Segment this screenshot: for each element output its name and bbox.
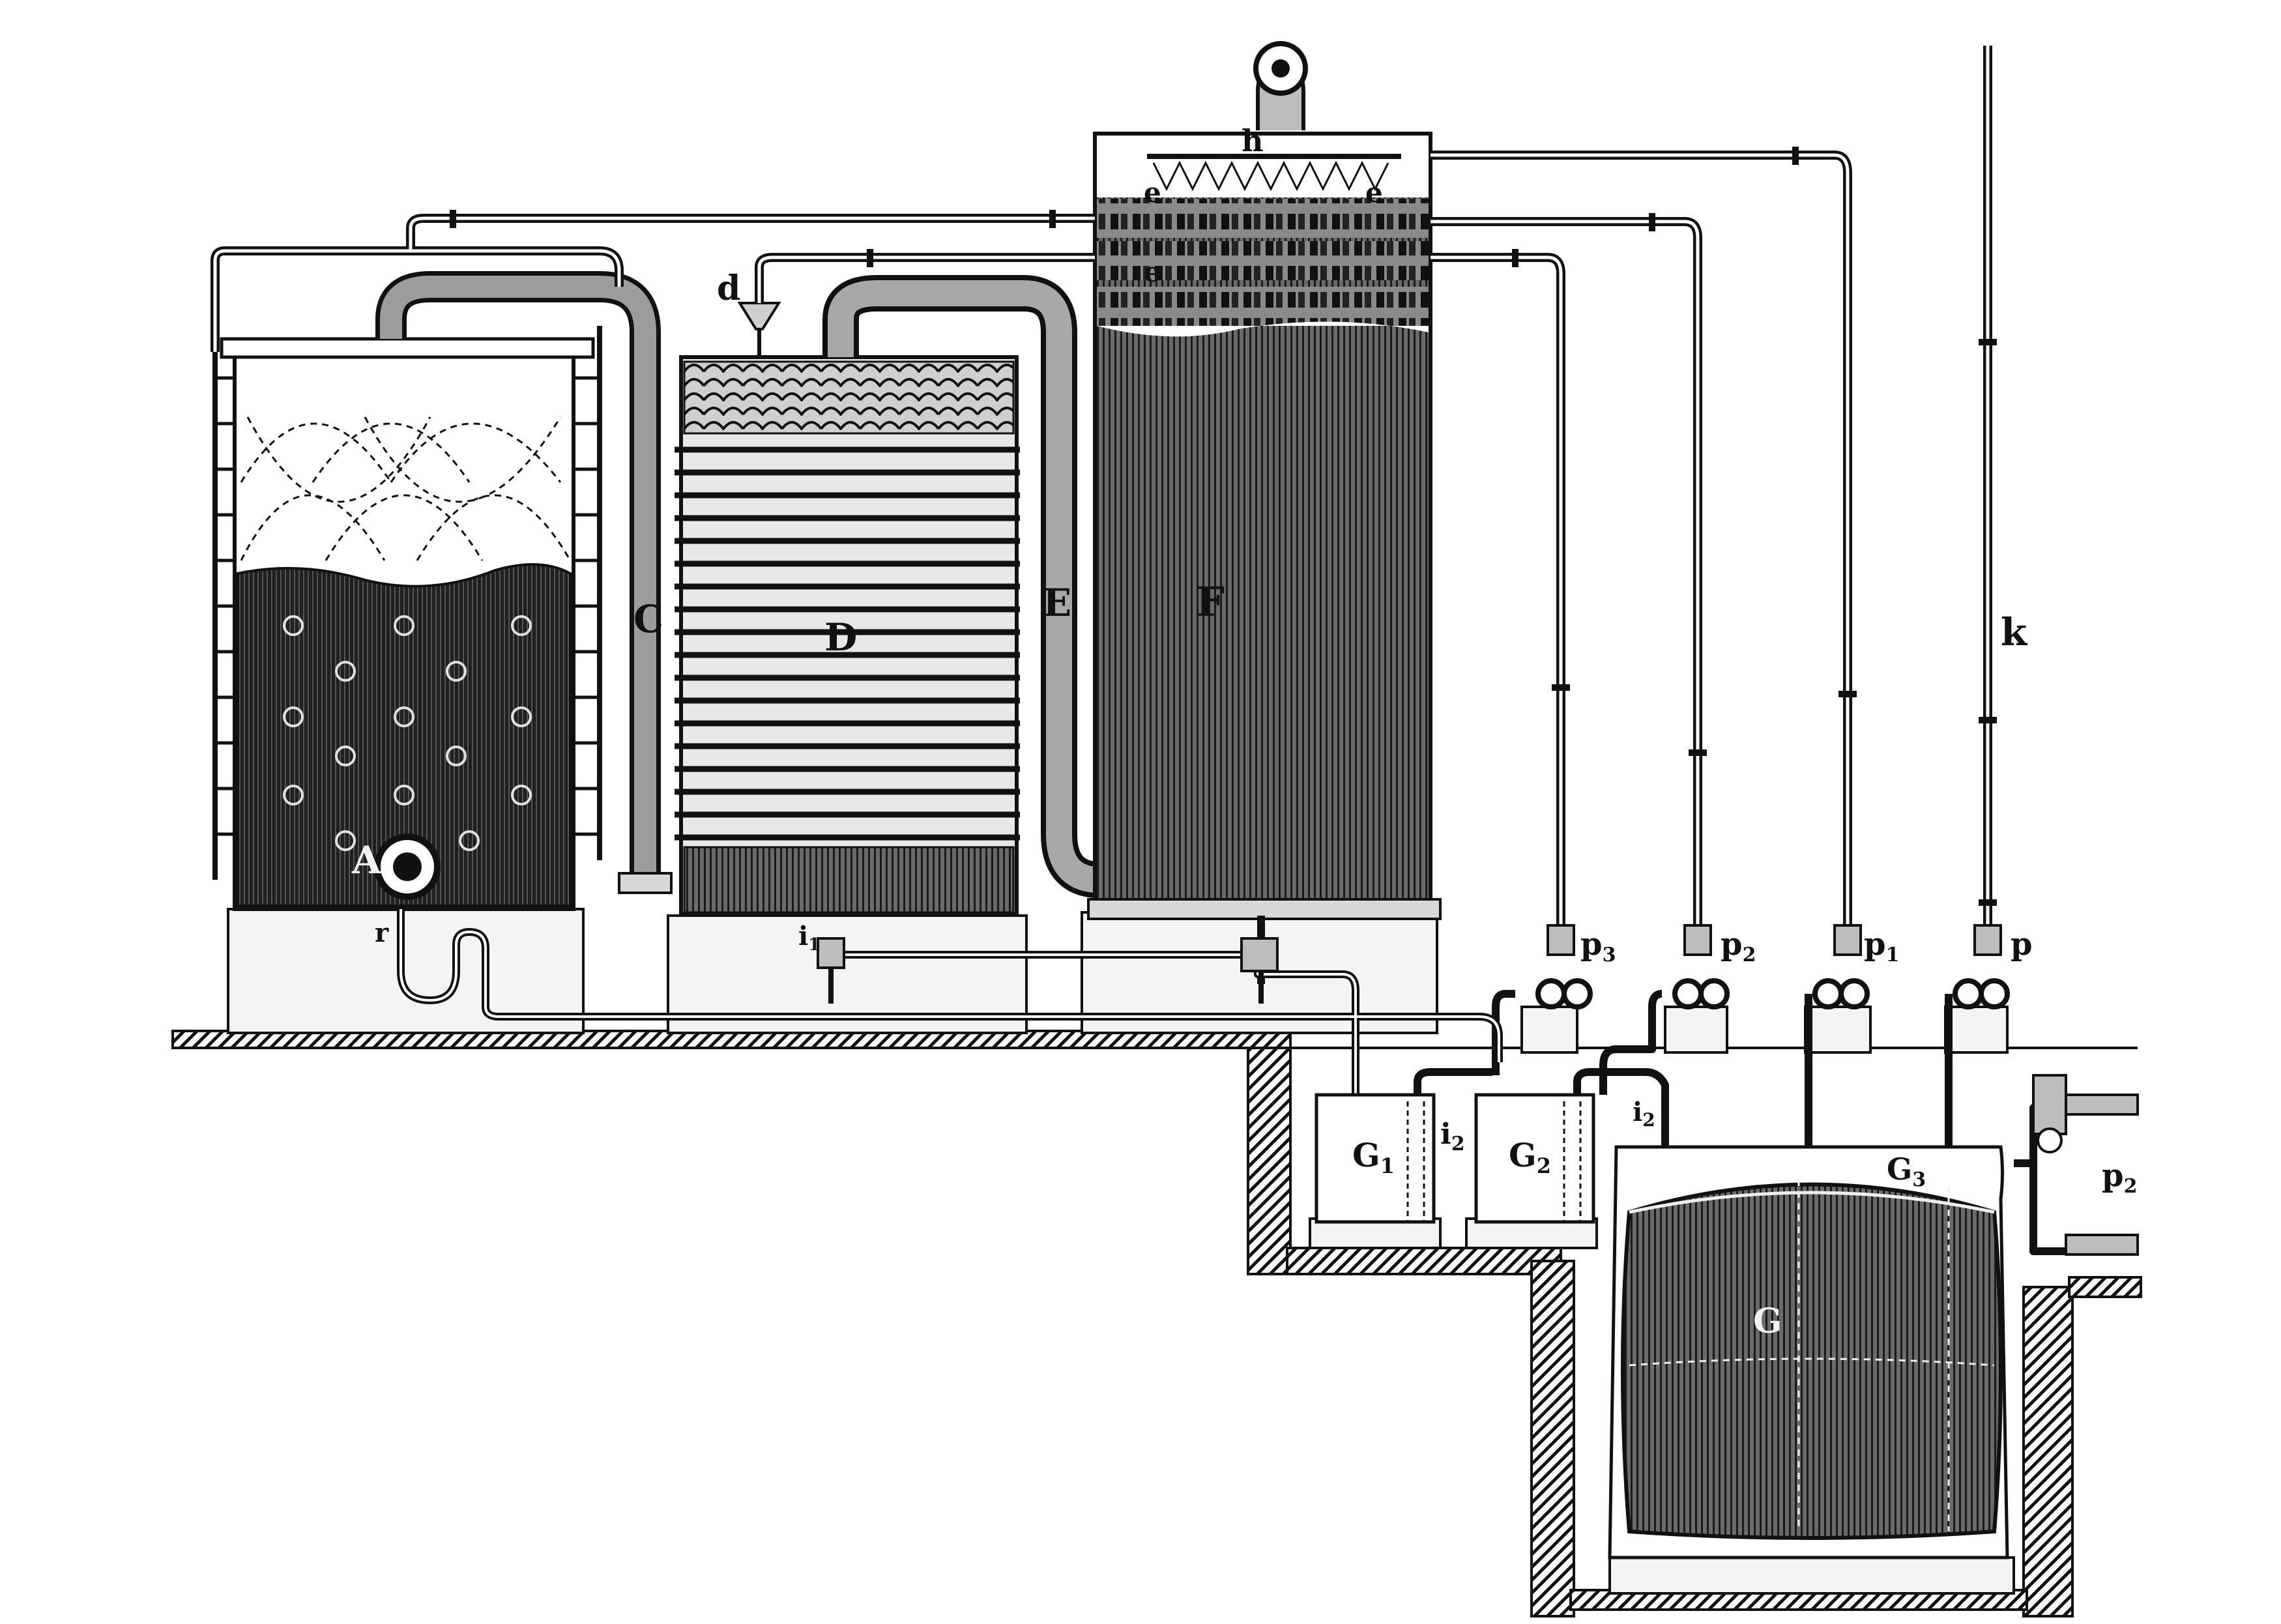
label-g2: G2 [1509,1136,1551,1178]
label-p2-right: p2 [2102,1157,2137,1198]
label-d: D [824,615,857,660]
tank-g1 [1315,1093,1436,1224]
labels: A C D d E F h e e e k r p3 p2 p1 p p2 i1… [351,123,2137,1341]
label-i2: i2 [1440,1118,1465,1155]
label-i1: i1 [798,921,820,955]
label-e: E [1043,581,1071,625]
label-a: A [351,838,382,882]
label-p2: p2 [1721,926,1756,966]
valve-p2 [1672,924,1730,1009]
ground [171,1030,2142,1617]
label-d-funnel: d [717,268,740,308]
label-g: G [1753,1301,1782,1341]
scrubber-f [1087,41,1442,920]
label-p3: p3 [1580,926,1616,966]
label-h: h [1242,123,1263,158]
pipe-e [822,275,1097,898]
top-piping-highlight [213,46,1990,929]
label-k: k [2001,610,2028,654]
valve-p [1953,924,2010,1009]
label-e-1: e [1144,177,1161,209]
label-p1: p1 [1864,926,1899,966]
retort-a [212,300,602,911]
condenser-d [675,302,1020,916]
label-g1: G1 [1352,1136,1395,1178]
label-r: r [375,918,389,948]
pipe-flanges [450,147,1997,906]
taps [817,937,2139,1256]
label-c: C [633,597,663,641]
label-g3: G3 [1887,1152,1926,1191]
gasholder [1608,1145,2009,1559]
pipe-c [375,271,673,894]
valve-p1 [1812,924,1870,1009]
label-p: p [2011,926,2033,963]
tank-g2 [1474,1093,1595,1224]
label-i2-b: i2 [1633,1097,1655,1131]
valves [1535,924,2010,1009]
label-f: F [1196,578,1225,626]
valve-p3 [1535,924,1593,1009]
label-e-3: e [1144,256,1161,288]
label-e-2: e [1365,177,1383,209]
